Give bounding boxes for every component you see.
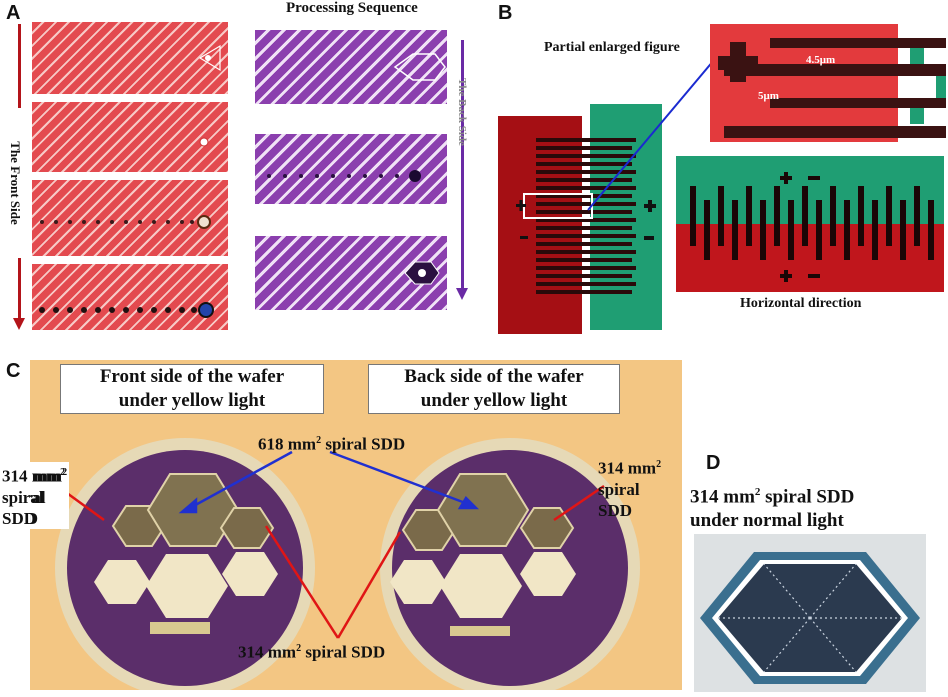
callout-314-right-line3: SDD <box>598 500 633 520</box>
back-side-label: The Back Side <box>456 78 468 146</box>
wafers-illustration <box>55 438 640 690</box>
callout-314-left-outside-line1: 314 mm <box>2 466 61 486</box>
panel-d-title: 314 mm2 spiral SDD under normal light <box>690 480 946 532</box>
callout-618-sdd: 618 mm2 spiral SDD <box>258 430 405 455</box>
callout-314-left-outside: 314 mm2 spiral SDD <box>2 462 65 529</box>
panel-label-c: C <box>6 360 21 382</box>
panel-b: Partial enlarged figure <box>494 0 948 340</box>
sdd-chip-illustration <box>694 534 926 692</box>
hexagon-center-icon <box>393 53 446 81</box>
callout-618-suffix: spiral SDD <box>321 434 406 454</box>
superscript: 2 <box>656 459 662 470</box>
panel-d-title-line2: under normal light <box>690 510 844 532</box>
superscript: 2 <box>296 643 302 654</box>
back-wafer-label: Back side of the wafer under yellow ligh… <box>368 364 620 414</box>
callout-314-left-outside-line3: SDD <box>2 508 37 528</box>
panel-d-title-prefix: 314 mm <box>690 486 755 508</box>
electrode-row-icon <box>267 170 421 182</box>
panel-d-title-suffix: spiral SDD <box>760 486 855 508</box>
processing-sequence-title: Processing Sequence <box>286 0 418 16</box>
callout-314-left-line2: spiral <box>30 487 46 507</box>
enlarged-detail: 4.5μm 5μm <box>710 24 946 142</box>
callout-314-bottom: 314 mm2 spiral SDD <box>238 638 385 663</box>
back-side-stage-2 <box>255 134 447 204</box>
callout-314-bottom-suffix: spiral SDD <box>301 642 386 662</box>
front-wafer-label-line1: Front side of the wafer <box>99 366 285 387</box>
front-side-stage-2 <box>32 102 228 172</box>
back-side-arrow-shaft <box>461 40 464 290</box>
panel-a: The Front Side <box>0 0 490 340</box>
panel-d-photo <box>694 534 926 692</box>
callout-314-right: 314 mm2 spiral SDD <box>598 454 661 521</box>
electrode-row-icon <box>40 215 211 229</box>
back-side-stage-3 <box>255 236 447 310</box>
electrode-row-icon <box>39 302 214 318</box>
callout-314-left: 314 mm2 spiral SDD <box>30 462 70 529</box>
front-wafer-label-line2: under yellow light <box>118 390 266 411</box>
panel-label-b: B <box>498 2 513 24</box>
front-side-label: The Front Side <box>7 108 23 258</box>
front-side-stage-1 <box>32 22 228 94</box>
panel-label-a: A <box>6 2 21 24</box>
hexagon-center-icon <box>404 261 440 285</box>
hexagon-center-icon <box>199 137 209 147</box>
superscript: 2 <box>754 486 761 498</box>
callout-618-text: 618 mm <box>258 434 317 454</box>
superscript: 2 <box>60 467 66 478</box>
partial-enlarged-title: Partial enlarged figure <box>544 40 680 55</box>
front-wafer-label: Front side of the wafer under yellow lig… <box>60 364 324 414</box>
back-wafer-label-line2: under yellow light <box>420 390 568 411</box>
left-margin-mask <box>2 462 30 526</box>
callout-314-left-line3: SDD <box>30 508 39 528</box>
callout-314-left-outside-line2: spiral <box>2 487 44 507</box>
red-electrode-region <box>498 116 582 334</box>
back-wafer-label-line1: Back side of the wafer <box>404 366 584 387</box>
superscript: 2 <box>316 435 322 446</box>
superscript: 2 <box>62 467 68 478</box>
panel-d-title-line1: 314 mm2 spiral SDD <box>690 480 946 509</box>
callout-314-right-line2: spiral <box>598 479 640 499</box>
front-side-stage-3 <box>32 180 228 256</box>
panel-label-d: D <box>706 452 721 474</box>
hexagon-center-icon <box>198 44 221 72</box>
enlarged-fingers <box>718 24 946 142</box>
back-side-arrow-head <box>456 288 468 300</box>
horizontal-detail <box>676 156 944 292</box>
horizontal-fingers <box>676 156 944 292</box>
front-side-arrow-head <box>13 318 25 330</box>
callout-314-right-line1: 314 mm <box>598 458 657 478</box>
panel-c-wafer-photo: Front side of the wafer under yellow lig… <box>30 360 682 690</box>
comb-finger-layout <box>516 138 656 294</box>
callout-314-bottom-text: 314 mm <box>238 642 297 662</box>
callout-314-left-line1: 314 mm <box>30 466 63 486</box>
front-side-stage-4 <box>32 264 228 330</box>
dimension-5um: 5μm <box>758 90 779 102</box>
dimension-4-5um: 4.5μm <box>806 54 836 66</box>
back-side-stage-1 <box>255 30 447 104</box>
horizontal-direction-label: Horizontal direction <box>740 296 862 311</box>
zoom-line <box>587 59 715 211</box>
